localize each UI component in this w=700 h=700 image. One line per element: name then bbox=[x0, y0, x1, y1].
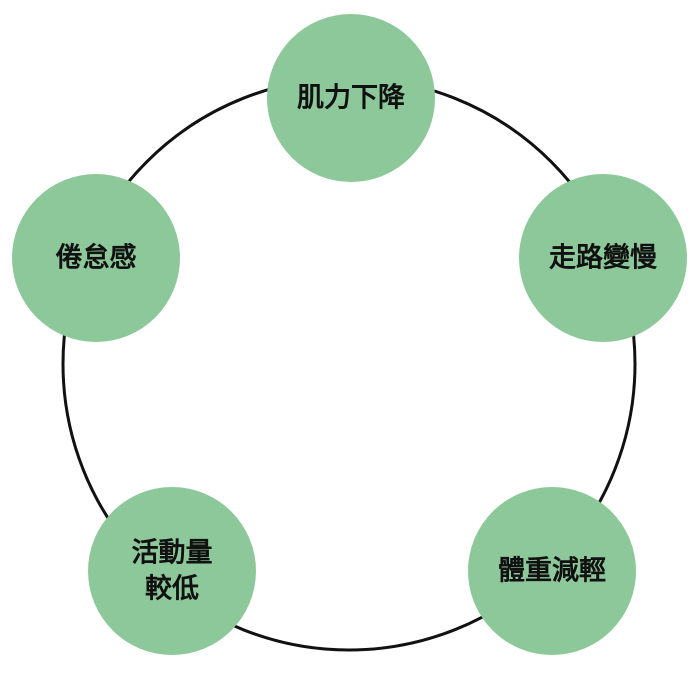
cycle-node-circle bbox=[267, 14, 435, 182]
cycle-node-walking: 走路變慢 bbox=[519, 174, 687, 342]
cycle-node-label: 體重減輕 bbox=[498, 556, 606, 587]
cycle-node-label: 活動量 bbox=[132, 538, 213, 569]
cycle-node-weight: 體重減輕 bbox=[468, 487, 636, 655]
cycle-node-muscle: 肌力下降 bbox=[267, 14, 435, 182]
cycle-node-circle bbox=[468, 487, 636, 655]
cycle-node-label: 肌力下降 bbox=[297, 83, 406, 114]
cycle-node-circle bbox=[12, 174, 180, 342]
cycle-node-circle bbox=[88, 487, 256, 655]
cycle-node-label: 倦怠感 bbox=[56, 242, 137, 274]
cycle-node-circle bbox=[519, 174, 687, 342]
cycle-node-fatigue: 倦怠感 bbox=[12, 174, 180, 342]
cycle-node-label: 走路變慢 bbox=[549, 242, 658, 274]
cycle-node-label: 較低 bbox=[145, 573, 199, 605]
